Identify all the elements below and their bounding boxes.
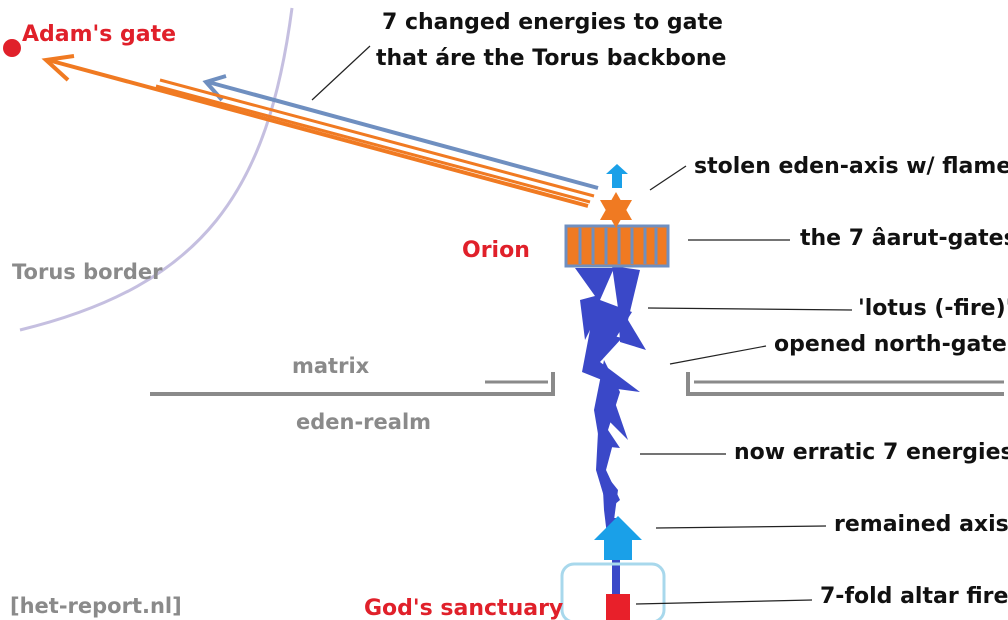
sanctuary-box [560,562,666,620]
energy-line-orange-1 [159,78,595,198]
label-eden-realm: eden-realm [296,410,432,434]
realm-boundary-right [686,372,1004,396]
label-altar-fire: 7-fold altar fire [820,584,1008,609]
energy-line-orange-long [47,58,589,208]
energy-line-orange-2 [155,84,591,204]
leader-north-gate [669,345,767,365]
altar-fire [606,594,630,620]
leader-altar-fire [635,599,813,605]
leader-stolen-axis [649,165,687,191]
leader-remained-axis [655,525,827,529]
energy-line-blue [207,80,599,190]
label-opened-north-gate: opened north-gate [774,332,1007,357]
erratic-energies-lightning [575,266,646,560]
leader-changed-energies [311,45,371,101]
label-matrix: matrix [292,354,370,378]
label-source: [het-report.nl] [10,594,182,618]
adams-gate-dot [3,39,21,57]
realm-boundary-left [150,372,555,396]
torus-border-curve [19,7,294,332]
flame-star-icon [600,192,632,228]
aarut-gates-block [564,224,670,268]
label-changed-energies-line1: 7 changed energies to gate [382,10,723,35]
label-stolen-axis: stolen eden-axis w/ flame [694,154,1008,179]
label-aarut-gates: the 7 âarut-gates [800,226,1008,251]
label-torus-border: Torus border [12,260,163,284]
label-lotus-fire: 'lotus (-fire)' [858,296,1008,321]
remained-axis-arrow [594,516,642,560]
label-adams-gate: Adam's gate [22,22,177,47]
label-remained-axis: remained axis [834,512,1008,537]
label-changed-energies-line2: that áre the Torus backbone [376,46,727,71]
stolen-axis-arrow [606,164,628,188]
leader-lotus-fire [647,307,853,311]
label-gods-sanctuary: God's sanctuary [364,596,564,620]
energy-line-orange-arrowhead [41,54,75,82]
label-erratic-energies: now erratic 7 energies [734,440,1008,465]
label-orion: Orion [462,238,530,263]
